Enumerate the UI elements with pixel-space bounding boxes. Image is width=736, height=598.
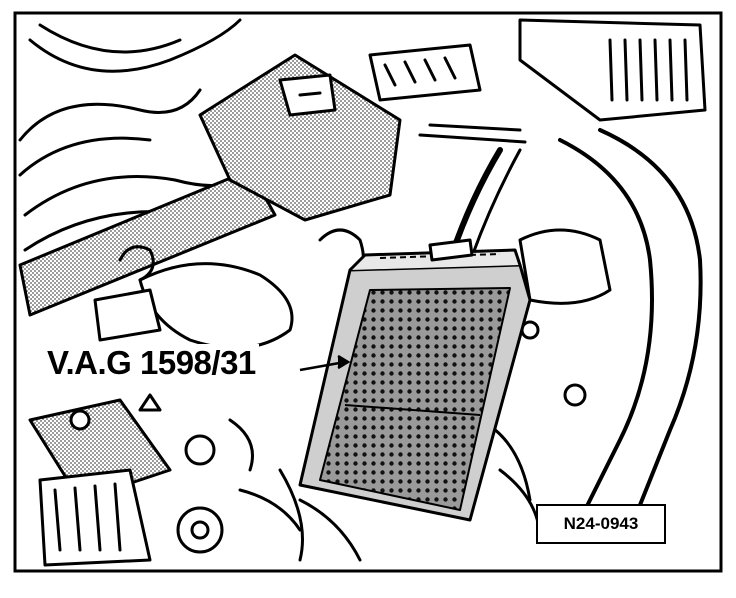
- reference-code-box: N24-0943: [536, 504, 666, 544]
- test-box-illustration: [298, 238, 532, 522]
- engine-bay-illustration: [18, 18, 707, 567]
- tool-label: V.A.G 1598/31: [44, 344, 259, 382]
- leader-arrow: [299, 354, 351, 372]
